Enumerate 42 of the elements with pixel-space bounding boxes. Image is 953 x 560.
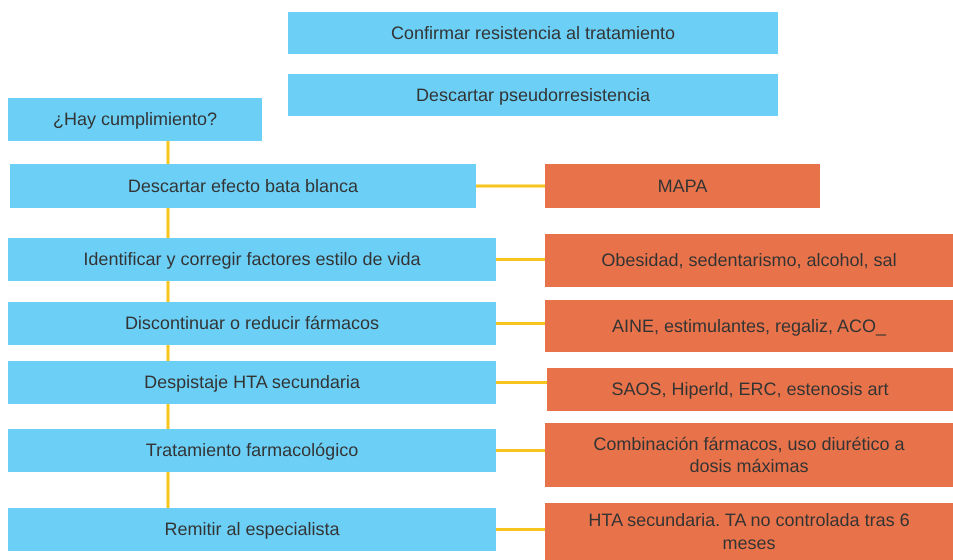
detail-box — [545, 234, 953, 287]
connector-line — [166, 472, 170, 508]
step-box — [288, 74, 778, 116]
detail-box — [545, 423, 953, 487]
detail-box — [547, 368, 953, 411]
node-text: MAPA — [658, 174, 708, 198]
node-text: AINE, estimulantes, regaliz, ACO_ — [612, 314, 886, 338]
connector-line — [166, 141, 170, 164]
connector-line — [166, 404, 170, 429]
step-box — [8, 302, 496, 345]
node-text: ¿Hay cumplimiento? — [52, 108, 218, 131]
node-text: Remitir al especialista — [164, 518, 340, 541]
connector-line — [166, 208, 170, 238]
connector-line — [496, 528, 545, 531]
step-box — [8, 98, 262, 141]
node-text: Descartar pseudorresistencia — [416, 84, 650, 106]
node-text: Identificar y corregir factores estilo de vida — [83, 248, 421, 271]
connector-line — [496, 322, 545, 325]
node-text: SAOS, Hiperld, ERC, estenosis art — [611, 378, 889, 401]
connector-line — [476, 184, 545, 188]
node-text: HTA secundaria. TA no controlada tras 6 meses — [587, 509, 911, 554]
step-box — [288, 12, 778, 54]
node-text: Combinación fármacos, uso diurético a dosis máximas — [592, 432, 906, 478]
connector-line — [496, 381, 547, 384]
connector-line — [496, 258, 545, 261]
step-box — [10, 164, 476, 208]
step-box — [8, 429, 496, 472]
detail-box — [545, 300, 953, 352]
node-text: Tratamiento farmacológico — [146, 439, 358, 462]
detail-box — [545, 164, 820, 208]
node-text: Obesidad, sedentarismo, alcohol, sal — [601, 249, 897, 272]
step-box — [8, 238, 496, 281]
node-text: Descartar efecto bata blanca — [128, 174, 358, 198]
connector-line — [496, 449, 545, 452]
step-box — [8, 508, 496, 551]
node-text: Despistaje HTA secundaria — [144, 371, 360, 394]
connector-line — [166, 345, 170, 361]
connector-line — [166, 281, 170, 302]
node-text: Confirmar resistencia al tratamiento — [390, 22, 676, 44]
detail-box — [545, 503, 953, 560]
step-box — [8, 361, 496, 404]
node-text: Discontinuar o reducir fármacos — [124, 312, 380, 335]
